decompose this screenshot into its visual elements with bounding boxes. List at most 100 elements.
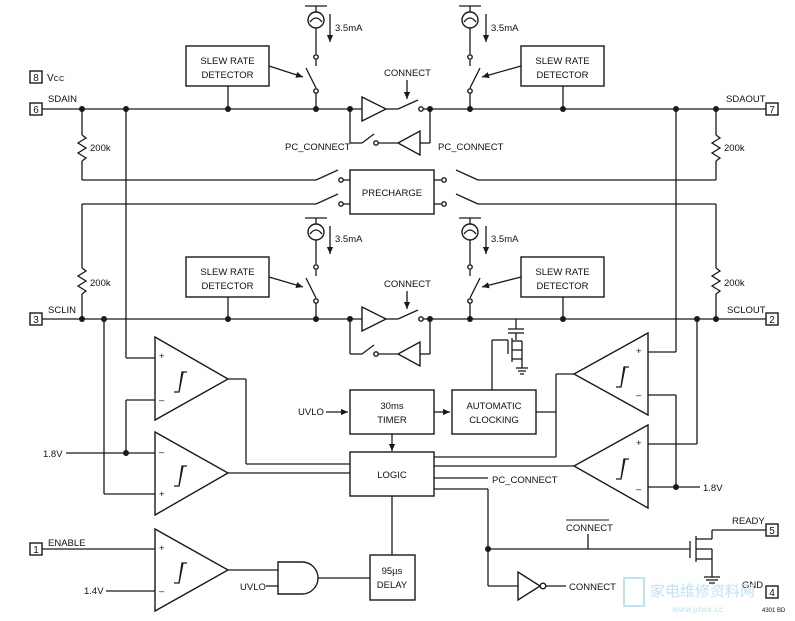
- svg-text:200k: 200k: [724, 143, 745, 154]
- ref-1v8-right: 1.8V: [648, 394, 723, 494]
- svg-text:www.jdwx.cc: www.jdwx.cc: [672, 605, 723, 614]
- sda-pc-connect-labels: PC_CONNECT PC_CONNECT: [285, 142, 504, 153]
- watermark: 家电维修资料网 www.jdwx.cc: [623, 577, 755, 614]
- timer-block: 30ms TIMER UVLO: [298, 389, 450, 451]
- svg-text:DETECTOR: DETECTOR: [201, 281, 253, 292]
- svg-text:1.4V: 1.4V: [84, 586, 104, 597]
- svg-text:GND: GND: [742, 580, 763, 591]
- slew-rate-detector-sda-right: SLEW RATE DETECTOR: [481, 45, 605, 109]
- svg-text:–: –: [636, 484, 642, 495]
- svg-text:200k: 200k: [724, 278, 745, 289]
- svg-text:200k: 200k: [90, 278, 111, 289]
- slew-rate-detector-scl-left: SLEW RATE DETECTOR: [185, 256, 304, 319]
- svg-text:家电维修资料网: 家电维修资料网: [650, 582, 755, 600]
- connect-bar-label: CONNECT: [566, 519, 613, 549]
- svg-text:2: 2: [769, 315, 775, 326]
- svg-text:TIMER: TIMER: [377, 415, 407, 426]
- current-source-scl-right: 3.5mA: [459, 217, 519, 319]
- scl-bus: [42, 318, 766, 355]
- svg-text:SLEW RATE: SLEW RATE: [200, 267, 254, 278]
- pin-2-sclout: 2 SCLOUT: [727, 305, 779, 326]
- ref-1v8-left: 1.8V: [43, 399, 155, 460]
- resistor-sclin: 200k: [76, 203, 316, 319]
- figure-code: 4301 BD: [762, 608, 786, 614]
- svg-text:CONNECT: CONNECT: [566, 523, 613, 534]
- scl-buffer-reverse: [361, 340, 421, 368]
- svg-text:95µs: 95µs: [382, 566, 403, 577]
- pin-8-vcc: 8 VCC: [29, 70, 65, 84]
- svg-text:7: 7: [769, 105, 775, 116]
- svg-text:3.5mA: 3.5mA: [491, 23, 519, 34]
- slew-rate-detector-sda-left: SLEW RATE DETECTOR: [185, 45, 304, 109]
- svg-text:30ms: 30ms: [380, 401, 403, 412]
- current-source-scl-left: 3.5mA: [305, 217, 363, 319]
- svg-text:+: +: [636, 346, 642, 357]
- svg-text:SLEW RATE: SLEW RATE: [535, 56, 589, 67]
- svg-text:+: +: [159, 543, 165, 554]
- svg-text:LOGIC: LOGIC: [377, 470, 407, 481]
- comparator-sda-out: + –: [434, 109, 677, 458]
- sda-buffer-reverse: [361, 129, 421, 157]
- svg-text:DETECTOR: DETECTOR: [536, 70, 588, 81]
- svg-text:PRECHARGE: PRECHARGE: [362, 188, 422, 199]
- pin-3-sclin: 3 SCLIN: [29, 305, 76, 326]
- svg-text:+: +: [159, 489, 165, 500]
- delay-block: 95µs DELAY: [369, 554, 416, 601]
- connect-inverter: CONNECT: [487, 549, 616, 602]
- svg-text:DELAY: DELAY: [377, 580, 408, 591]
- svg-text:8: 8: [33, 73, 39, 84]
- resistor-sclout: 200k: [478, 203, 745, 319]
- pin-5-ready: 5 READY: [732, 516, 779, 537]
- svg-text:VCC: VCC: [47, 73, 65, 84]
- svg-text:3.5mA: 3.5mA: [335, 234, 363, 245]
- slew-rate-detector-scl-right: SLEW RATE DETECTOR: [481, 256, 605, 319]
- svg-text:SLEW RATE: SLEW RATE: [200, 56, 254, 67]
- svg-text:CONNECT: CONNECT: [569, 582, 616, 593]
- pin-1-enable: 1 ENABLE: [29, 538, 86, 556]
- ready-mosfet: [485, 529, 766, 584]
- comparator-scl-in: – +: [103, 319, 350, 517]
- svg-text:SDAOUT: SDAOUT: [726, 94, 766, 105]
- svg-text:200k: 200k: [90, 143, 111, 154]
- svg-text:5: 5: [769, 526, 775, 537]
- svg-text:CONNECT: CONNECT: [384, 279, 431, 290]
- svg-text:AUTOMATIC: AUTOMATIC: [466, 401, 521, 412]
- svg-text:1.8V: 1.8V: [43, 449, 63, 460]
- svg-text:–: –: [159, 586, 165, 597]
- svg-text:1: 1: [33, 545, 39, 556]
- current-source-sda-right: 3.5mA: [459, 5, 519, 109]
- svg-text:PC_CONNECT: PC_CONNECT: [492, 475, 558, 486]
- logic-block: LOGIC PC_CONNECT: [349, 451, 558, 555]
- svg-text:SCLOUT: SCLOUT: [727, 305, 766, 316]
- svg-text:UVLO: UVLO: [240, 582, 266, 593]
- svg-text:ENABLE: ENABLE: [48, 538, 86, 549]
- scl-buffer-forward: [361, 305, 430, 333]
- scl-connect-label: CONNECT: [384, 279, 431, 309]
- svg-text:SDAIN: SDAIN: [48, 94, 77, 105]
- svg-text:+: +: [159, 351, 165, 362]
- pin-6-sdain: 6 SDAIN: [29, 94, 77, 116]
- comparator-scl-out: + –: [434, 319, 698, 510]
- sda-bus: [42, 108, 766, 144]
- svg-text:SCLIN: SCLIN: [48, 305, 76, 316]
- svg-text:–: –: [159, 447, 165, 458]
- svg-text:1.8V: 1.8V: [703, 483, 723, 494]
- svg-text:3.5mA: 3.5mA: [491, 234, 519, 245]
- svg-text:CONNECT: CONNECT: [384, 68, 431, 79]
- comparator-sda-in: + –: [125, 109, 350, 465]
- vcc-subscript: CC: [54, 74, 65, 83]
- pin-7-sdaout: 7 SDAOUT: [726, 94, 779, 116]
- svg-text:3: 3: [33, 315, 39, 326]
- scl-pulldown-mosfet: [491, 319, 528, 390]
- svg-text:PC_CONNECT: PC_CONNECT: [438, 142, 504, 153]
- svg-text:3.5mA: 3.5mA: [335, 23, 363, 34]
- svg-text:PC_CONNECT: PC_CONNECT: [285, 142, 351, 153]
- current-source-sda-left: 3.5mA: [305, 5, 363, 109]
- svg-text:CLOCKING: CLOCKING: [469, 415, 519, 426]
- resistor-sdain: 200k: [76, 109, 316, 181]
- svg-text:–: –: [159, 395, 165, 406]
- sda-buffer-forward: [361, 95, 430, 123]
- svg-text:–: –: [636, 390, 642, 401]
- and-gate: UVLO: [240, 561, 370, 595]
